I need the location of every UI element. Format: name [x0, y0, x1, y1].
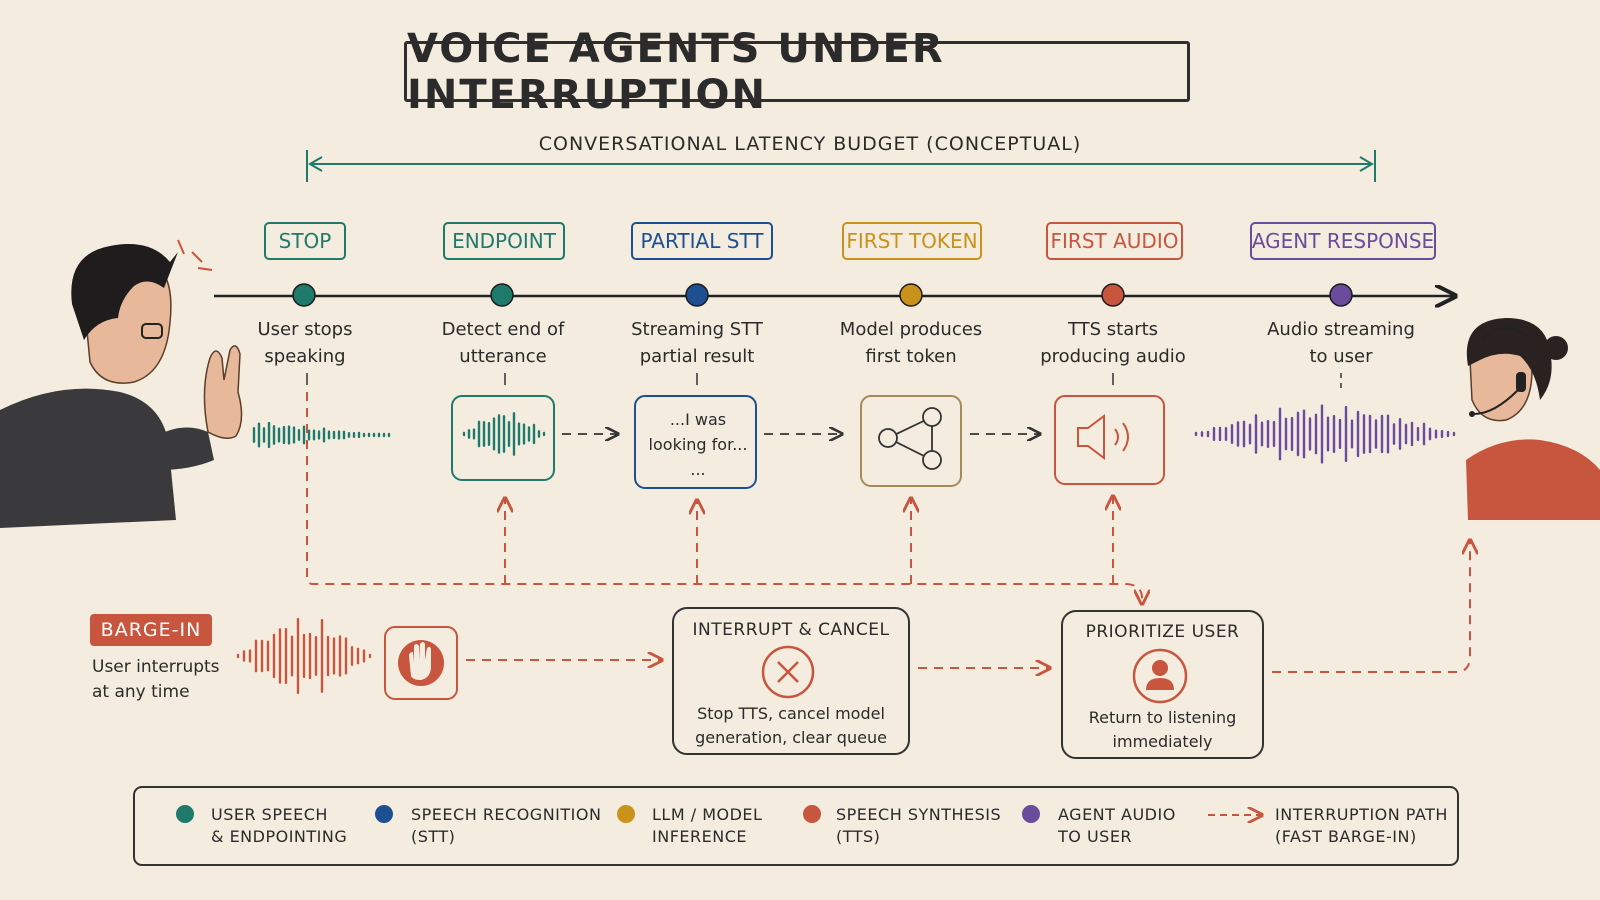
stage-desc-first-token: Model produces first token — [816, 316, 1006, 370]
share-icon — [878, 407, 942, 470]
stage-label-first-token: FIRST TOKEN — [842, 222, 982, 260]
stage-desc-line: TTS starts — [1067, 319, 1159, 340]
endpoint-box — [451, 395, 555, 481]
prioritize-user-description: Return to listening immediately — [1062, 706, 1263, 754]
stage-label-agent-response: AGENT RESPONSE — [1250, 222, 1436, 260]
stage-desc-line: to user — [1309, 346, 1373, 367]
prioritize-user-box — [1061, 610, 1264, 759]
node-partial-stt — [685, 283, 709, 307]
latency-budget-label: CONVERSATIONAL LATENCY BUDGET (CONCEPTUA… — [538, 133, 1082, 155]
interrupt-cancel-title: INTERRUPT & CANCEL — [692, 620, 890, 640]
stage-desc-line: partial result — [639, 346, 755, 367]
latency-budget-bracket — [306, 150, 1376, 182]
legend-line: & ENDPOINTING — [211, 827, 348, 846]
legend-line: SPEECH RECOGNITION — [411, 805, 602, 824]
node-endpoint — [490, 283, 514, 307]
partial-stt-box — [634, 395, 757, 489]
stage-desc-line: Detect end of — [441, 319, 565, 340]
legend-dot-tts — [803, 805, 821, 823]
legend-dot-stt — [375, 805, 393, 823]
barge-in-description: User interrupts at any time — [92, 655, 242, 705]
interrupt-cancel-line: generation, clear queue — [695, 728, 887, 747]
stage-label-first-audio: FIRST AUDIO — [1046, 222, 1183, 260]
waveforms — [236, 404, 1456, 695]
transcript-line: ... — [690, 460, 706, 479]
legend-item-interruption-path: INTERRUPTION PATH (FAST BARGE-IN) — [1275, 804, 1448, 848]
speaker-icon — [1077, 414, 1129, 460]
barge-in-line: at any time — [92, 682, 190, 702]
stage-desc-line: speaking — [264, 346, 346, 367]
node-stop — [292, 283, 316, 307]
legend-item-user-speech: USER SPEECH & ENDPOINTING — [211, 804, 347, 848]
stage-desc-line: utterance — [459, 346, 547, 367]
first-token-box — [860, 395, 962, 487]
legend-dot-llm — [617, 805, 635, 823]
stage-label-partial-stt: PARTIAL STT — [631, 222, 773, 260]
stop-hand-icon — [398, 640, 444, 686]
stage-desc-line: producing audio — [1040, 346, 1186, 367]
user-icon — [1132, 648, 1188, 704]
barge-in-line: User interrupts — [92, 657, 220, 677]
stage-ticks — [306, 373, 1342, 391]
endpoint-waveform — [462, 412, 546, 456]
stt-partial-transcript: ...I was looking for... ... — [638, 407, 758, 482]
stage-desc-partial-stt: Streaming STT partial result — [602, 316, 792, 370]
prioritize-user-title: PRIORITIZE USER — [1085, 622, 1240, 642]
agent-audio-waveform — [1194, 404, 1456, 464]
stage-label-stop: STOP — [264, 222, 346, 260]
legend-line: (FAST BARGE-IN) — [1275, 827, 1417, 846]
legend-line: (TTS) — [836, 827, 881, 846]
legend-box — [133, 786, 1459, 866]
legend-line: AGENT AUDIO — [1058, 805, 1176, 824]
transcript-line: ...I was — [669, 410, 727, 429]
legend-line: TO USER — [1058, 827, 1133, 846]
legend-line: LLM / MODEL — [652, 805, 763, 824]
prioritize-user-line: immediately — [1112, 732, 1213, 751]
interrupt-cancel-box — [672, 607, 910, 755]
user-figure — [0, 239, 243, 528]
node-first-audio — [1101, 283, 1125, 307]
legend-line: INFERENCE — [652, 827, 747, 846]
legend-dot-user-speech — [176, 805, 194, 823]
barge-in-waveform — [236, 617, 372, 695]
barge-in-badge: BARGE-IN — [90, 614, 212, 646]
legend-markers — [176, 805, 1262, 823]
legend-item-stt: SPEECH RECOGNITION (STT) — [411, 804, 601, 848]
stop-hand-box — [384, 626, 458, 700]
interrupt-cancel-line: Stop TTS, cancel model — [697, 704, 885, 723]
stage-desc-first-audio: TTS starts producing audio — [1018, 316, 1208, 370]
stage-desc-line: User stops — [257, 319, 353, 340]
legend-line: USER SPEECH — [211, 805, 328, 824]
transcript-line: looking for... — [648, 435, 748, 454]
stage-desc-line: first token — [865, 346, 957, 367]
stage-desc-agent-response: Audio streaming to user — [1246, 316, 1436, 370]
user-speech-waveform — [252, 421, 391, 449]
legend-item-tts: SPEECH SYNTHESIS (TTS) — [836, 804, 1001, 848]
node-first-token — [899, 283, 923, 307]
agent-figure — [1466, 318, 1600, 520]
timeline-nodes — [292, 283, 1353, 307]
legend-item-agent-audio: AGENT AUDIO TO USER — [1058, 804, 1176, 848]
prioritize-user-line: Return to listening — [1088, 708, 1237, 727]
stage-desc-stop: User stops speaking — [210, 316, 400, 370]
diagram-title: VOICE AGENTS UNDER INTERRUPTION — [404, 26, 1190, 118]
node-agent-response — [1329, 283, 1353, 307]
stage-label-endpoint: ENDPOINT — [443, 222, 565, 260]
interruption-path — [306, 392, 1470, 672]
stage-desc-line: Streaming STT — [631, 319, 763, 340]
legend-line: (STT) — [411, 827, 456, 846]
first-audio-box — [1054, 395, 1165, 485]
legend-line: SPEECH SYNTHESIS — [836, 805, 1002, 824]
stage-desc-line: Audio streaming — [1267, 319, 1415, 340]
legend-item-llm: LLM / MODEL INFERENCE — [652, 804, 762, 848]
stage-desc-line: Model produces — [839, 319, 983, 340]
legend-line: INTERRUPTION PATH — [1275, 805, 1448, 824]
legend-dot-agent-audio — [1022, 805, 1040, 823]
interrupt-cancel-description: Stop TTS, cancel model generation, clear… — [673, 702, 909, 750]
stage-desc-endpoint: Detect end of utterance — [408, 316, 598, 370]
cancel-icon — [761, 645, 815, 699]
raised-hand-icon — [203, 345, 243, 439]
